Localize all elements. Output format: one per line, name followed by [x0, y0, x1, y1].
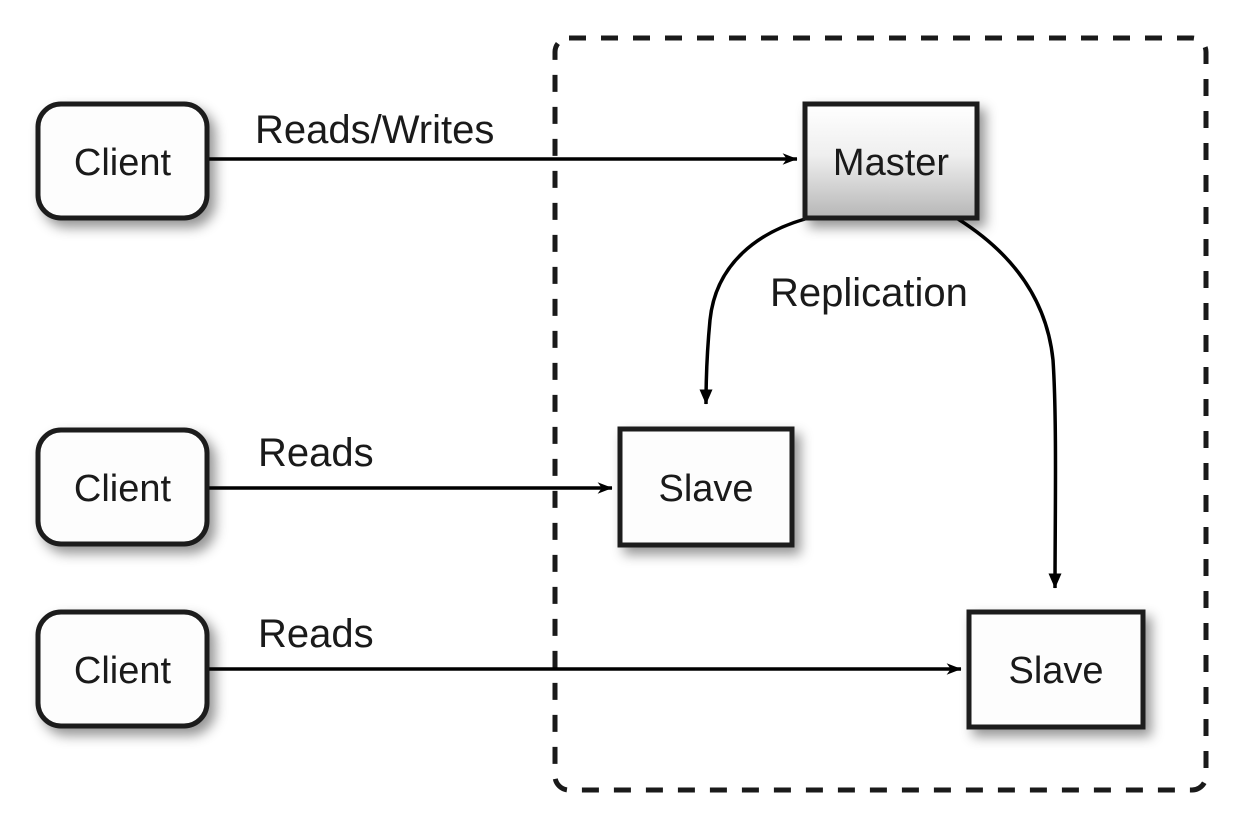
- slave-upper-label: Slave: [658, 468, 753, 510]
- edge-label-replication: Replication: [770, 271, 968, 315]
- slave-upper-box[interactable]: [617, 426, 795, 548]
- client-middle-label: Client: [74, 468, 172, 510]
- client-top-box[interactable]: [35, 101, 210, 221]
- database-cluster-boundary: [552, 35, 1209, 793]
- edge-label-reads-middle: Reads: [258, 431, 374, 475]
- slave-lower-label: Slave: [1008, 650, 1103, 692]
- edge-label-reads-writes: Reads/Writes: [255, 108, 494, 152]
- client-bottom-label: Client: [74, 650, 172, 692]
- node-master[interactable]: Master: [802, 101, 980, 221]
- node-slave-upper[interactable]: Slave: [617, 426, 795, 548]
- edge-label-reads-bottom: Reads: [258, 612, 374, 656]
- node-client-top[interactable]: Client: [35, 101, 210, 221]
- slave-lower-box[interactable]: [966, 609, 1146, 730]
- edge-master-slave-upper: [699, 217, 806, 405]
- edge-master-slave-lower: [957, 217, 1062, 589]
- master-box[interactable]: [802, 101, 980, 221]
- client-bottom-box[interactable]: [35, 609, 210, 729]
- node-client-bottom[interactable]: Client: [35, 609, 210, 729]
- node-slave-lower[interactable]: Slave: [966, 609, 1146, 730]
- master-label: Master: [833, 142, 949, 184]
- node-client-middle[interactable]: Client: [35, 427, 210, 547]
- client-top-label: Client: [74, 142, 172, 184]
- client-middle-box[interactable]: [35, 427, 210, 547]
